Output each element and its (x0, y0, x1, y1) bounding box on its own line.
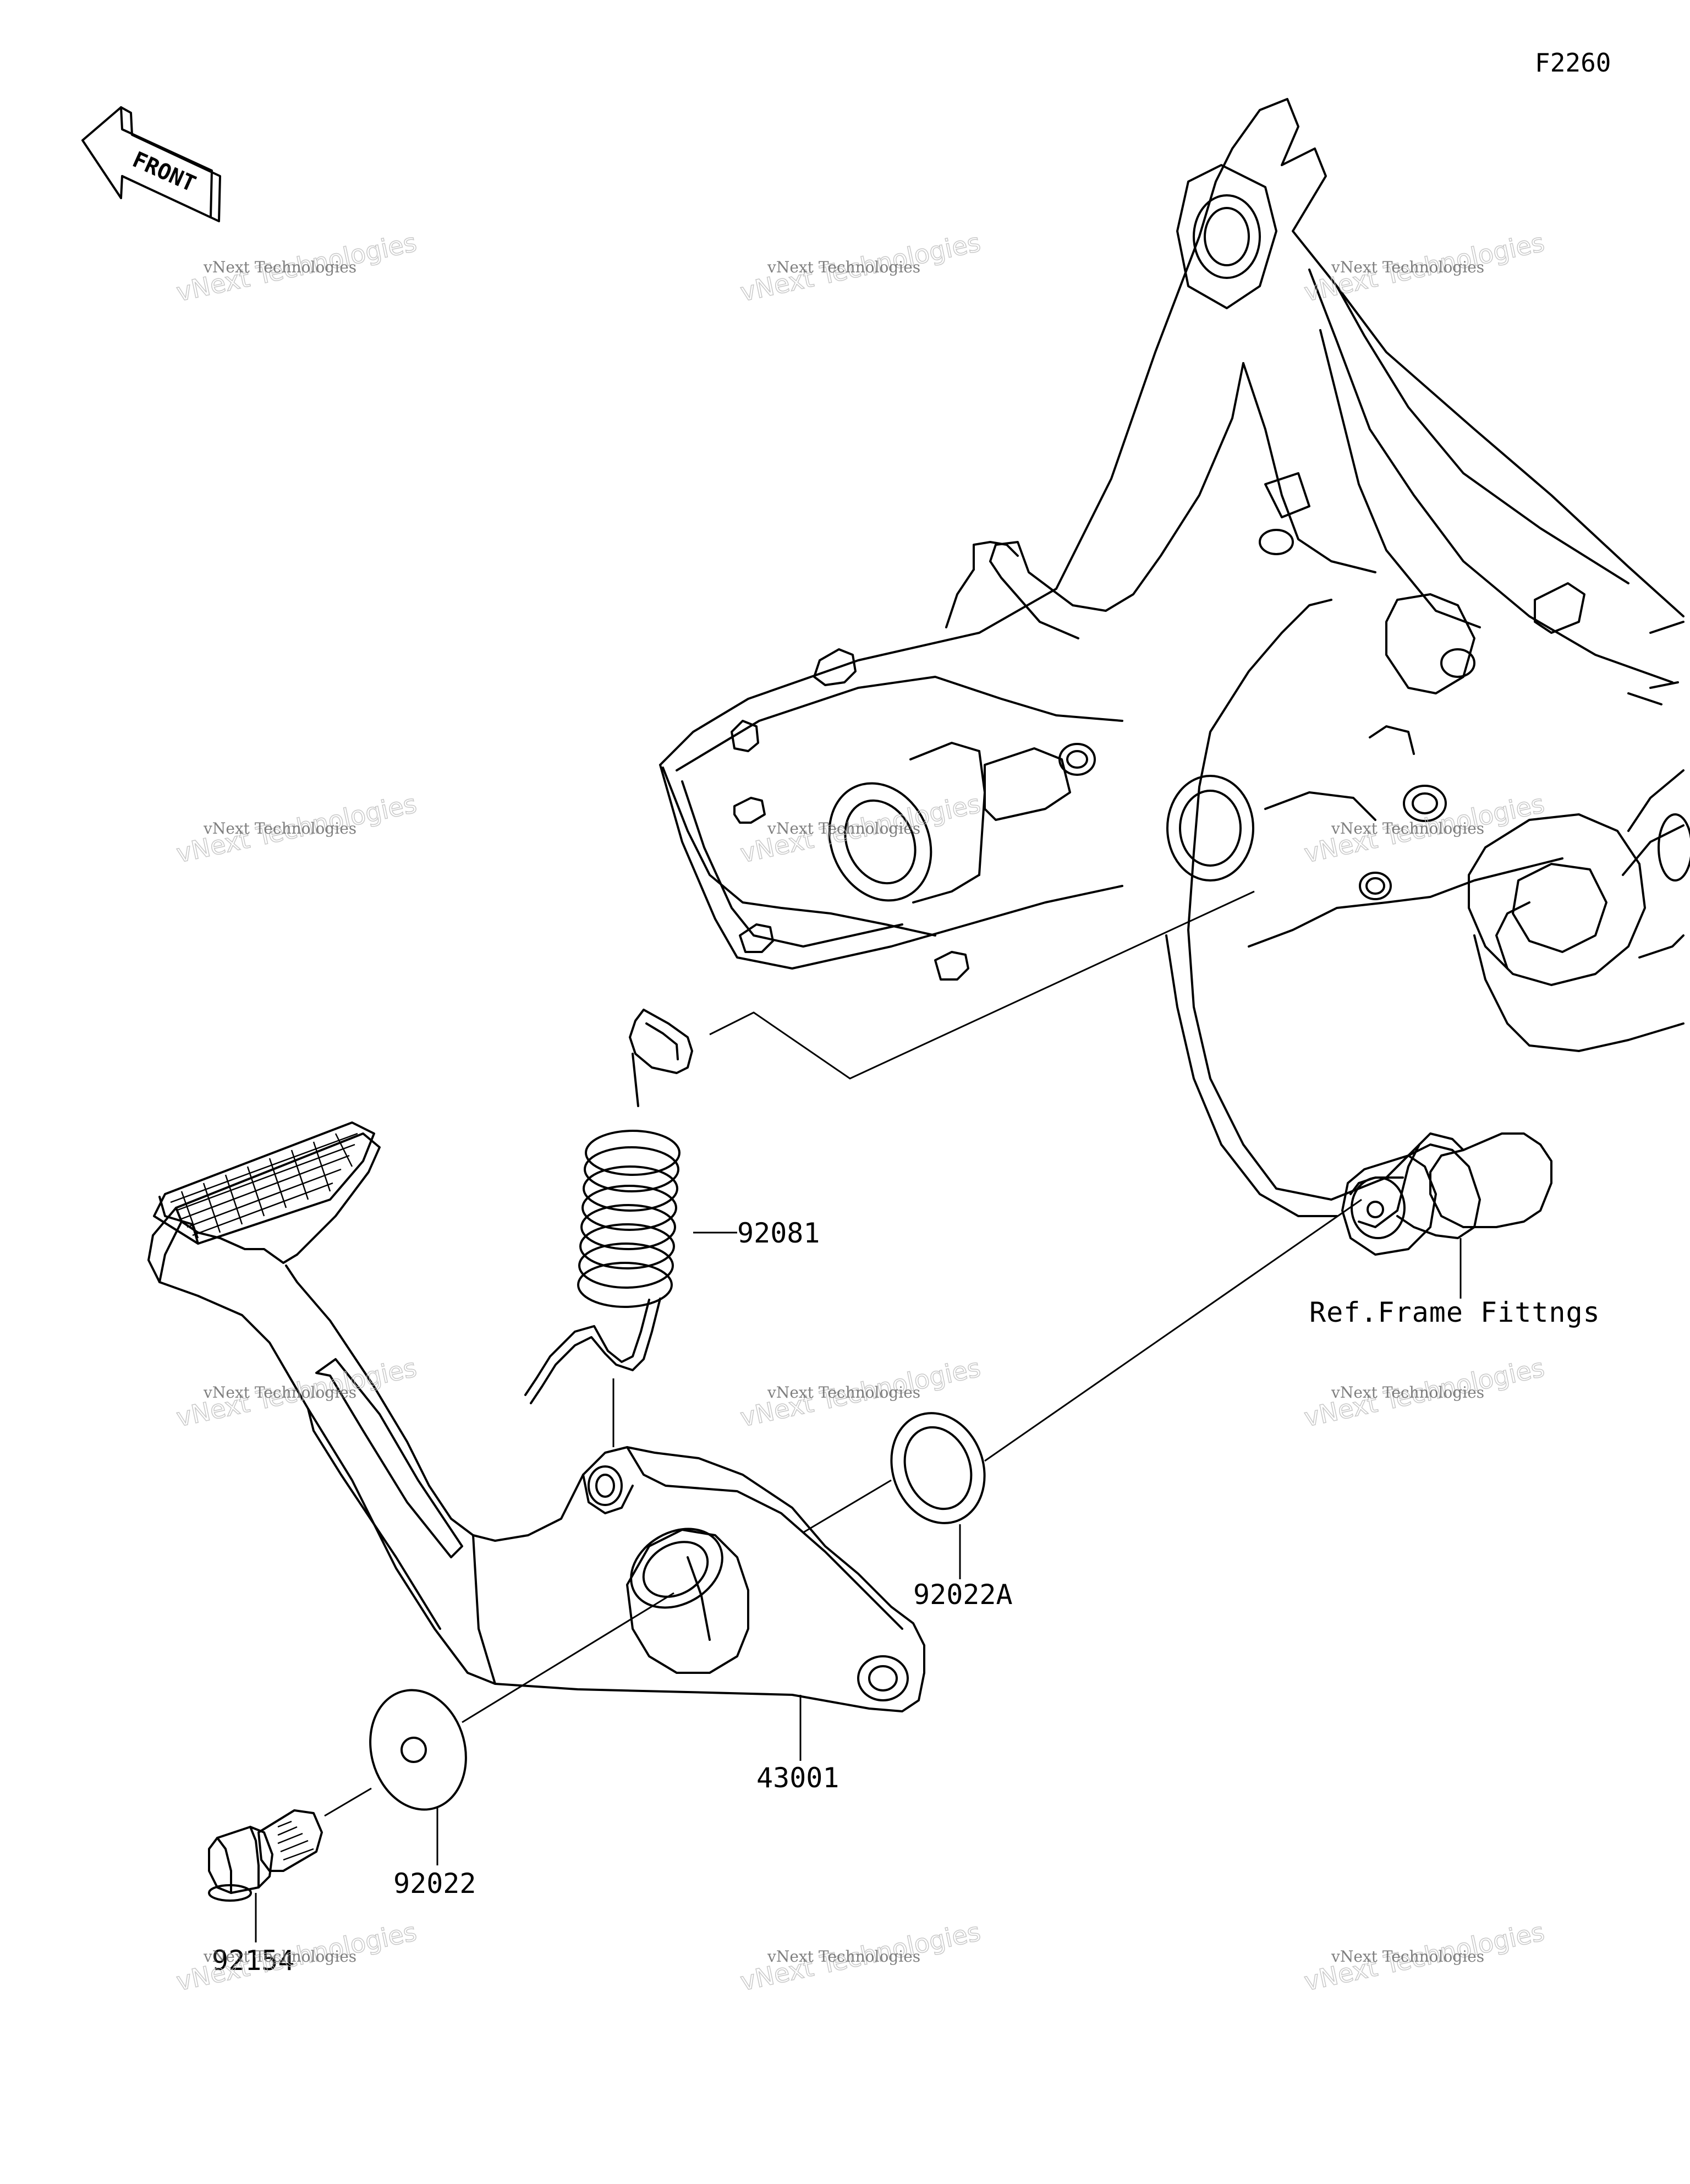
svg-text:vNext Technologies: vNext Technologies (767, 1383, 920, 1402)
washer-92022 (369, 1689, 467, 1811)
svg-text:vNext Technologies: vNext Technologies (767, 1947, 920, 1966)
watermark: vNext Technologies vNext Technologies (173, 788, 420, 869)
svg-text:vNext Technologies: vNext Technologies (1331, 1383, 1484, 1402)
diagram-code: F2260 (1535, 48, 1611, 78)
watermarks: vNext Technologies vNext Technologies vN… (173, 227, 1548, 1997)
svg-text:vNext Technologies: vNext Technologies (203, 819, 356, 838)
watermark: vNext Technologies vNext Technologies (173, 1916, 420, 1997)
brake-pedal (147, 1132, 925, 1712)
bolt-washer-leader (324, 1787, 372, 1817)
washer-92022a (890, 1412, 986, 1524)
svg-text:vNext Technologies: vNext Technologies (203, 258, 356, 276)
bolt-92154 (208, 1809, 323, 1902)
part-label-92022a: 92022A (913, 1579, 1013, 1611)
return-spring (524, 1009, 693, 1404)
svg-text:vNext Technologies: vNext Technologies (203, 1947, 356, 1966)
part-label-92022: 92022 (393, 1868, 476, 1900)
front-arrow-icon: FRONT (81, 106, 221, 222)
svg-text:vNext Technologies: vNext Technologies (767, 819, 920, 838)
svg-text:vNext Technologies: vNext Technologies (203, 1383, 356, 1402)
watermark: vNext Technologies vNext Technologies (737, 1352, 984, 1433)
frame-spring-leader (709, 890, 1255, 1080)
part-label-92154: 92154 (212, 1945, 295, 1977)
ref-frame-label: Ref.Frame Fittngs (1309, 1296, 1600, 1328)
svg-text:vNext Technologies: vNext Technologies (1331, 819, 1484, 838)
front-label: FRONT (129, 147, 200, 197)
watermark: vNext Technologies vNext Technologies (737, 1916, 984, 1997)
watermark: vNext Technologies vNext Technologies (737, 227, 984, 308)
pivot-boss (1341, 1154, 1437, 1256)
watermark: vNext Technologies vNext Technologies (1301, 1916, 1548, 1997)
watermark: vNext Technologies vNext Technologies (1301, 227, 1548, 308)
washer-a-to-pedal-leader (803, 1479, 892, 1534)
watermark: vNext Technologies vNext Technologies (1301, 788, 1548, 869)
frame-fitting (659, 98, 1690, 1239)
svg-text:vNext Technologies: vNext Technologies (1331, 258, 1484, 276)
pedal-tread (153, 1121, 375, 1245)
watermark: vNext Technologies vNext Technologies (737, 788, 984, 869)
watermark: vNext Technologies vNext Technologies (1301, 1352, 1548, 1433)
svg-text:vNext Technologies: vNext Technologies (767, 258, 920, 276)
part-label-43001: 43001 (756, 1762, 839, 1794)
watermark: vNext Technologies vNext Technologies (173, 227, 420, 308)
pivot-washer-leader (984, 1198, 1362, 1462)
svg-text:vNext Technologies: vNext Technologies (1331, 1947, 1484, 1966)
pedal-washer-leader (462, 1592, 674, 1723)
part-label-92081: 92081 (737, 1217, 820, 1249)
